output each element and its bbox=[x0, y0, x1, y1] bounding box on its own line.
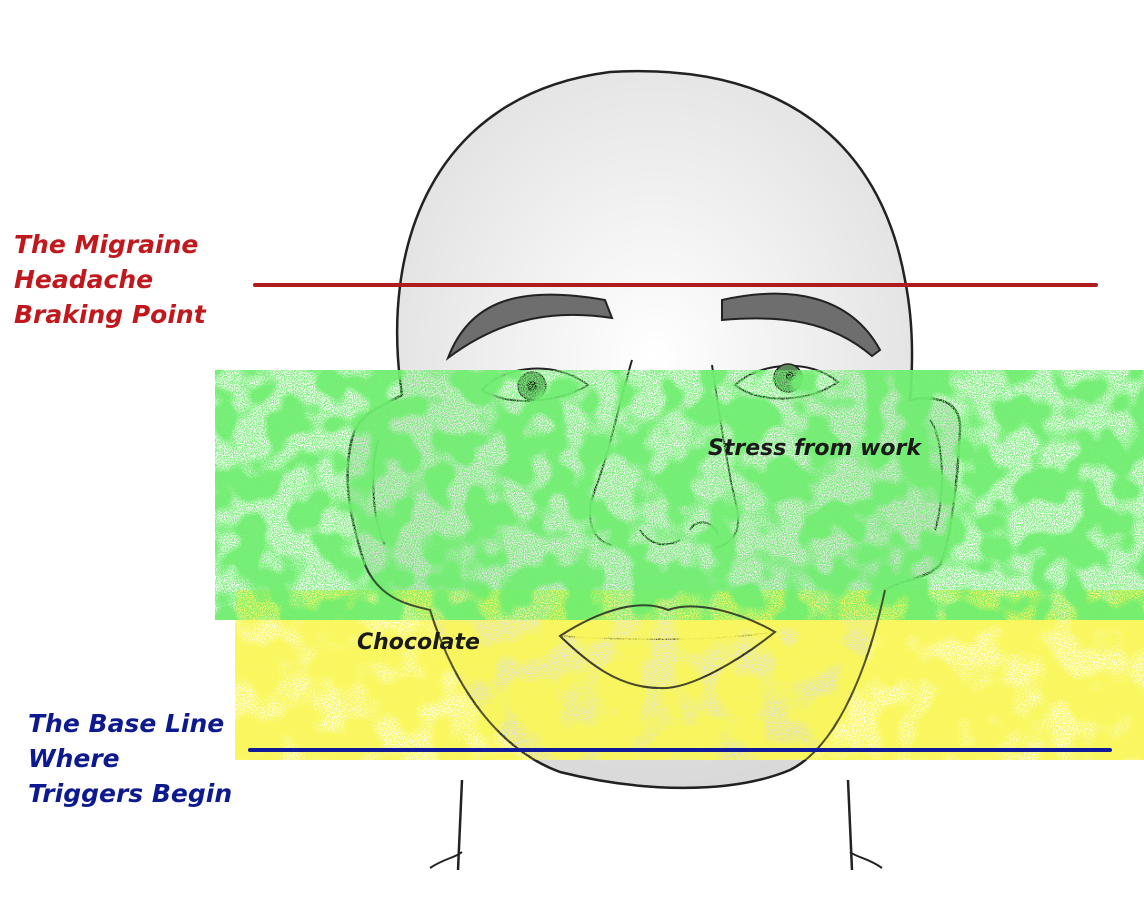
base-line-label: The Base Line Where Triggers Begin bbox=[28, 706, 232, 811]
breaking-point-label-line-3: Braking Point bbox=[14, 297, 206, 332]
base-line-label-line-2: Where bbox=[28, 741, 232, 776]
stress-noise-band bbox=[215, 370, 1144, 620]
breaking-point-label: The Migraine Headache Braking Point bbox=[14, 227, 206, 332]
chocolate-label: Chocolate bbox=[357, 630, 480, 655]
breaking-point-label-line-1: The Migraine bbox=[14, 227, 206, 262]
base-line-label-line-3: Triggers Begin bbox=[28, 776, 232, 811]
stress-label: Stress from work bbox=[708, 436, 921, 461]
base-line-label-line-1: The Base Line bbox=[28, 706, 232, 741]
breaking-point-label-line-2: Headache bbox=[14, 262, 206, 297]
